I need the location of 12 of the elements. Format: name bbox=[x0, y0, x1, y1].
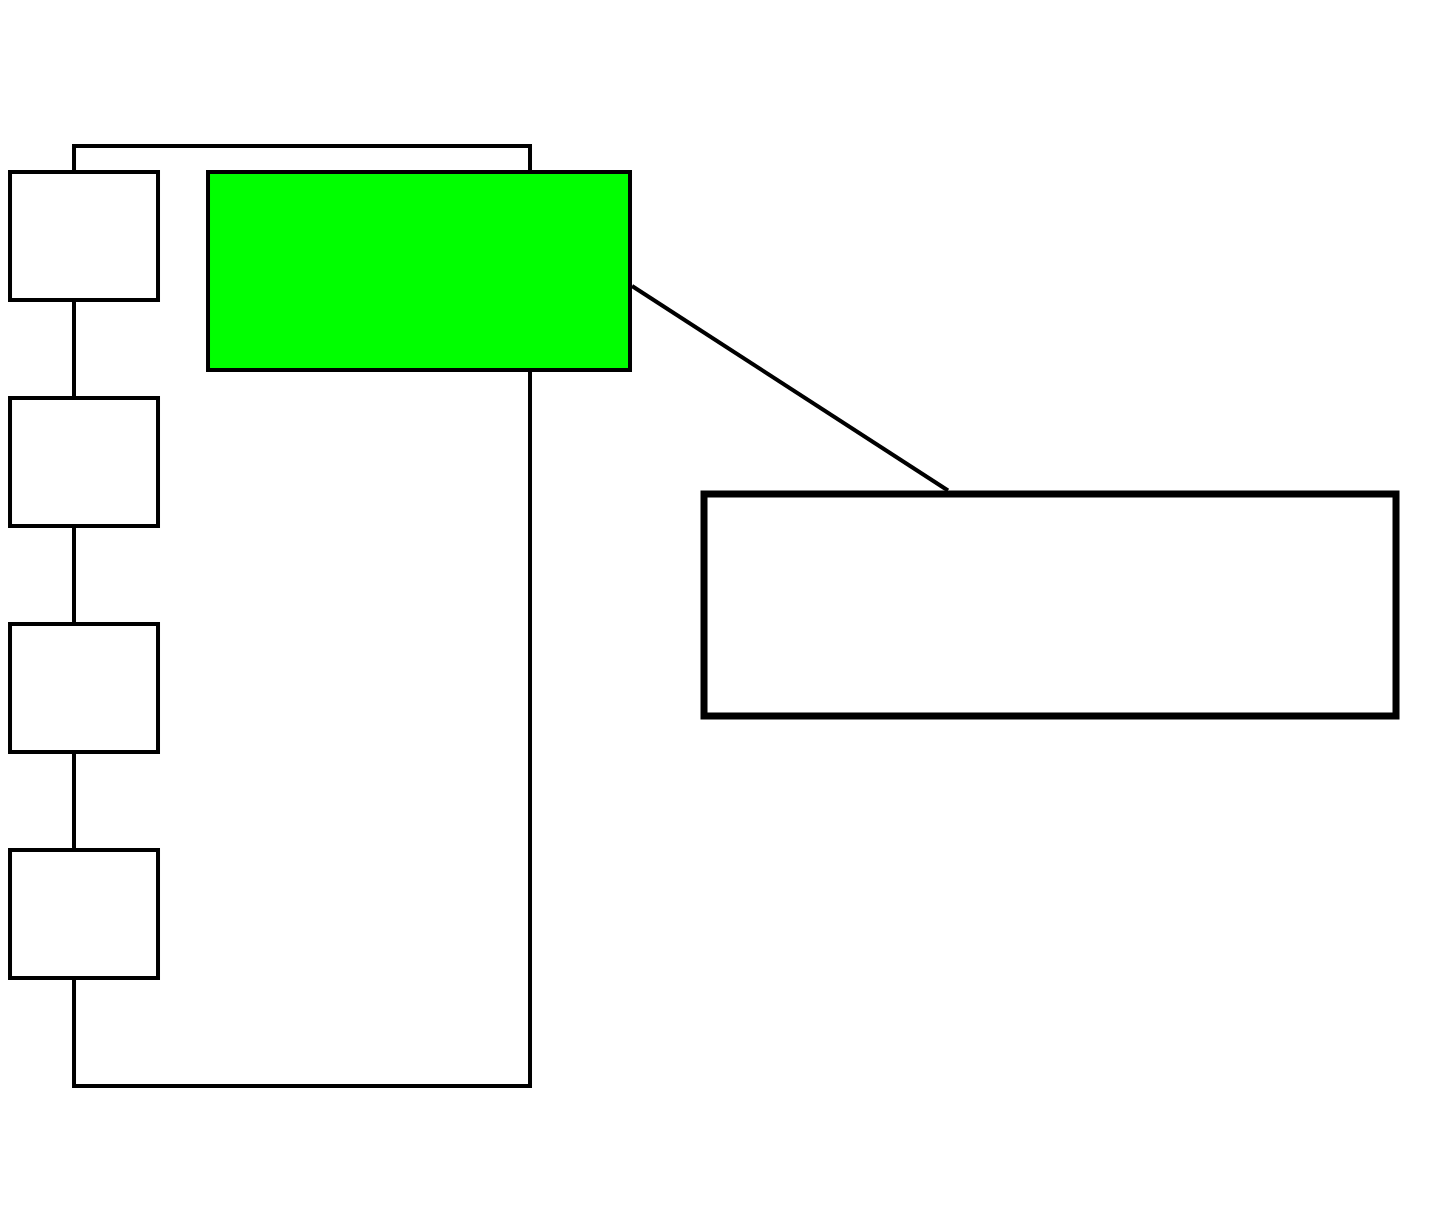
connector-line bbox=[72, 144, 532, 170]
connector-line bbox=[630, 284, 950, 493]
filled-rectangle bbox=[206, 170, 632, 372]
connector-line bbox=[72, 754, 76, 848]
connector-line bbox=[72, 302, 76, 396]
small-box bbox=[8, 396, 160, 528]
small-box bbox=[8, 622, 160, 754]
connector-line bbox=[72, 372, 532, 1088]
outlined-rectangle bbox=[700, 490, 1400, 720]
small-box bbox=[8, 848, 160, 980]
connector-line bbox=[72, 528, 76, 622]
small-box bbox=[8, 170, 160, 302]
